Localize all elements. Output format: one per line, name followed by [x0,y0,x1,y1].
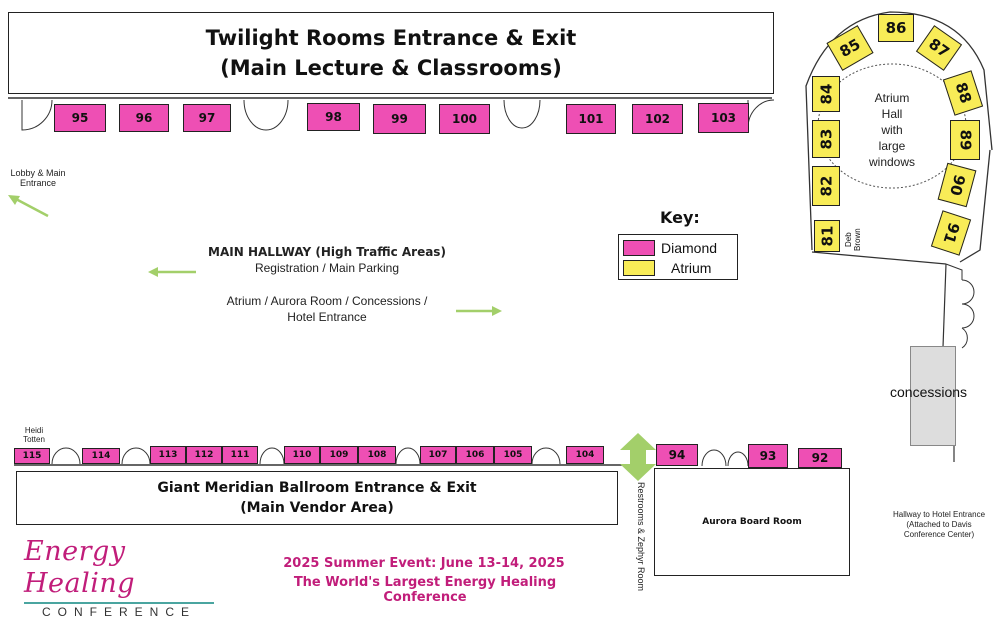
up-down-arrow-icon [620,433,656,481]
atrium-hall-label: Atrium Hall with large windows [868,91,916,169]
aurora-board-room: Aurora Board Room [654,468,850,576]
booth-104[interactable]: 104 [566,446,604,464]
main-hallway-title: MAIN HALLWAY (High Traffic Areas) Regist… [208,245,446,275]
booth-84[interactable]: 84 [812,76,840,112]
right-arrow-icon [456,306,502,316]
lobby-arrow-icon [8,195,49,218]
booth-99[interactable]: 99 [373,104,426,134]
booth-103[interactable]: 103 [698,103,749,133]
booth-81[interactable]: 81 [814,220,840,252]
logo-subtitle: CONFERENCE [42,605,197,619]
event-dates: 2025 Summer Event: June 13-14, 2025 [283,556,565,571]
heidi-totten-label: Heidi Totten [23,426,45,444]
concessions-label: concessions [890,384,968,400]
twilight-title: Twilight Rooms Entrance & Exit [205,26,577,50]
booth-94[interactable]: 94 [656,444,698,466]
booth-115[interactable]: 115 [14,448,50,464]
booth-106[interactable]: 106 [456,446,494,464]
booth-114[interactable]: 114 [82,448,120,464]
concessions-area [910,346,956,446]
booth-96[interactable]: 96 [119,104,169,132]
legend-item-diamond: Diamond [623,238,733,258]
meridian-ballroom-entrance: Giant Meridian Ballroom Entrance & Exit … [16,471,618,525]
main-hallway-destinations: Atrium / Aurora Room / Concessions / Hot… [226,294,428,324]
booth-105[interactable]: 105 [494,446,532,464]
lobby-label: Lobby & Main Entrance [10,168,66,188]
booth-92[interactable]: 92 [798,448,842,468]
booth-86[interactable]: 86 [878,14,914,42]
floor-plan-walls [8,11,993,467]
left-arrow-icon [148,267,196,277]
event-tagline: The World's Largest Energy Healing Confe… [293,575,557,605]
booth-83[interactable]: 83 [812,120,840,158]
booth-107[interactable]: 107 [420,446,456,464]
booth-82[interactable]: 82 [812,166,840,206]
twilight-rooms-entrance: Twilight Rooms Entrance & Exit (Main Lec… [8,12,774,94]
booth-95[interactable]: 95 [54,104,106,132]
atrium-swatch [623,260,655,276]
logo-script: Energy Healing [24,536,136,599]
legend: Diamond Atrium [618,234,738,280]
restrooms-label: Restrooms & Zephyr Room [636,482,646,592]
booth-97[interactable]: 97 [183,104,231,132]
ballroom-title: Giant Meridian Ballroom Entrance & Exit [157,480,477,496]
booth-100[interactable]: 100 [439,104,490,134]
booth-108[interactable]: 108 [358,446,396,464]
booth-110[interactable]: 110 [284,446,320,464]
booth-112[interactable]: 112 [186,446,222,464]
twilight-subtitle: (Main Lecture & Classrooms) [220,56,562,80]
booth-109[interactable]: 109 [320,446,358,464]
booth-98[interactable]: 98 [307,103,360,131]
diamond-swatch [623,240,655,256]
legend-title: Key: [660,208,700,227]
booth-113[interactable]: 113 [150,446,186,464]
hotel-hallway-label: Hallway to Hotel Entrance (Attached to D… [892,510,986,539]
ballroom-subtitle: (Main Vendor Area) [240,500,394,516]
aurora-board-label: Aurora Board Room [702,517,802,527]
legend-item-atrium: Atrium [623,258,733,278]
booth-111[interactable]: 111 [222,446,258,464]
booth-101[interactable]: 101 [566,104,616,134]
energy-healing-logo: Energy Healing CONFERENCE [24,536,234,619]
booth-102[interactable]: 102 [632,104,683,134]
deb-brown-label: Deb Brown [844,228,862,252]
booth-89[interactable]: 89 [950,120,980,160]
booth-93[interactable]: 93 [748,444,788,468]
